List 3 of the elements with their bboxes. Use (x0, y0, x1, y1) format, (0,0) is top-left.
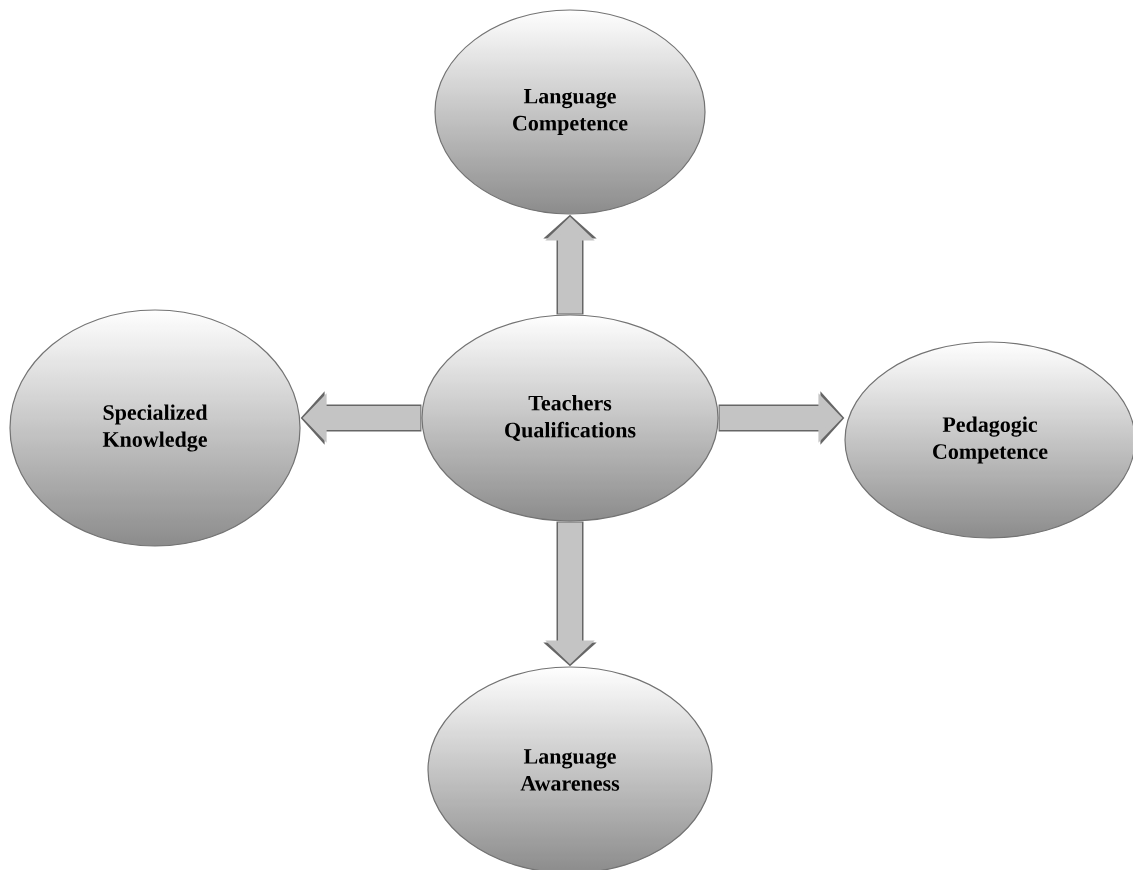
ellipse-node: Language Competence (434, 9, 706, 215)
ellipse-node: Specialized Knowledge (9, 309, 301, 547)
ellipse-node: Teachers Qualifications (421, 314, 719, 522)
